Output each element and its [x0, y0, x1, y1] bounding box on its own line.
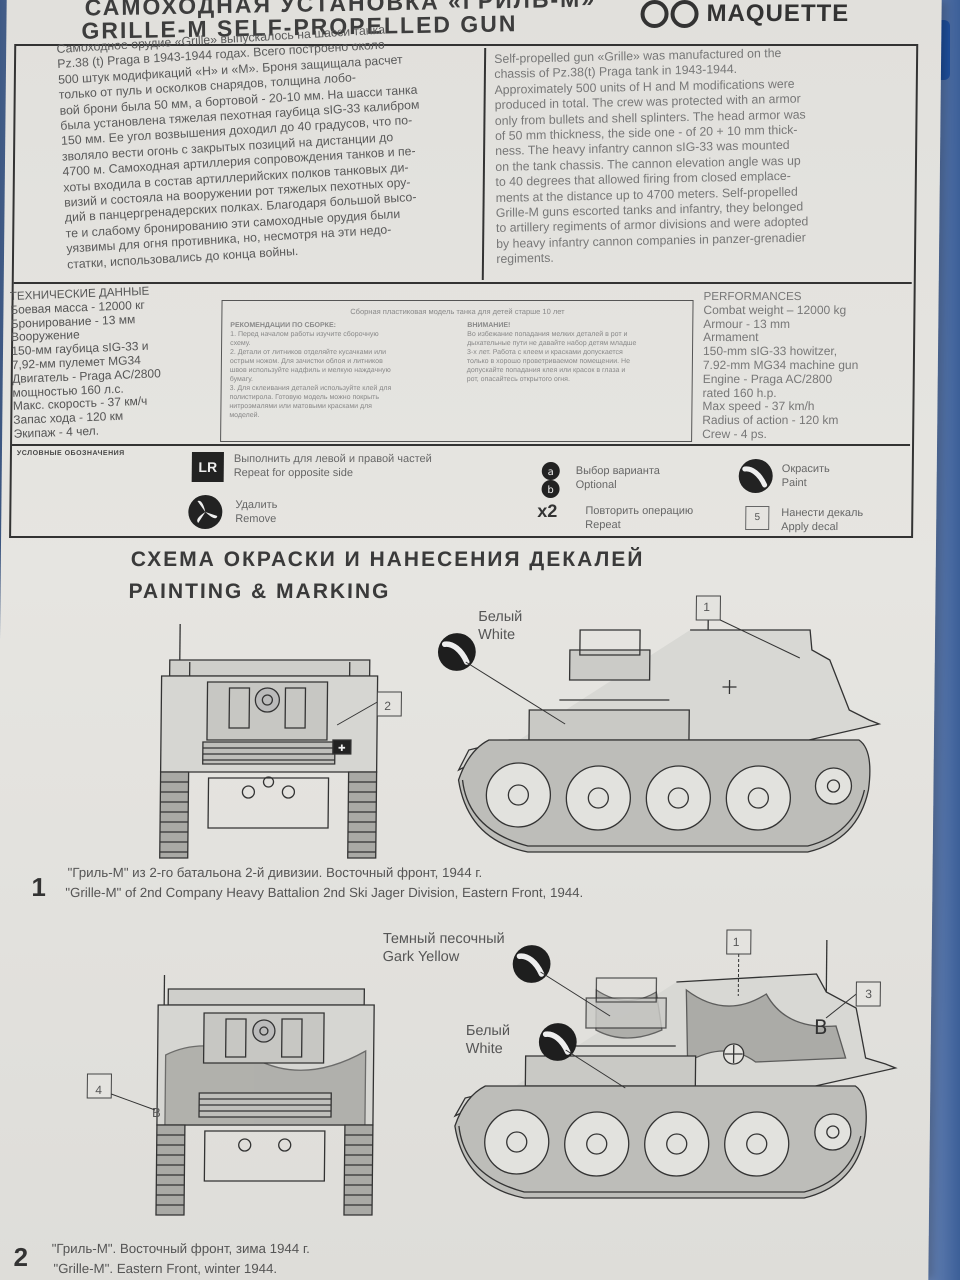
decal-callout-1b	[726, 929, 752, 996]
decal-callout-1	[695, 595, 801, 659]
scheme2-caption-en: "Grille-M". Eastern Front, winter 1944.	[53, 1261, 278, 1276]
section-title-ru: СХЕМА ОКРАСКИ И НАНЕСЕНИЯ ДЕКАЛЕЙ	[130, 548, 645, 571]
remove-icon	[188, 495, 223, 529]
decal-callout-2	[336, 691, 402, 726]
decal-icon: 5	[745, 506, 770, 530]
x2-icon: x2	[537, 501, 558, 521]
decal-number-1b: 1	[732, 935, 740, 949]
specs-ru: ТЕХНИЧЕСКИЕ ДАННЫЕ Боевая масса - 12000 …	[9, 284, 161, 441]
paint-leader-3	[565, 1049, 626, 1089]
scheme1-caption-ru: "Гриль-М" из 2-го батальона 2-й дивизии.…	[67, 865, 483, 880]
optional-icon: a b	[541, 462, 560, 498]
history-ru: Самоходное орудие «Grille» выпускалось н…	[56, 22, 420, 272]
scheme2-side-view: B	[453, 940, 898, 1199]
side-marking-b: B	[814, 1015, 828, 1039]
brand-name: MAQUETTE	[706, 0, 850, 27]
history-en: Self-propelled gun «Grille» was manufact…	[494, 45, 809, 267]
svg-text:b: b	[547, 485, 553, 496]
decal-number-4: 4	[95, 1083, 103, 1097]
scheme2-front-view	[155, 975, 375, 1216]
logo-eyes-icon	[640, 0, 699, 28]
decal-callout-4	[86, 1073, 156, 1111]
scheme1-front-view: ✚	[159, 624, 379, 859]
scheme2-caption-ru: "Гриль-М". Восточный фронт, зима 1944 г.	[51, 1241, 310, 1256]
brand-logo: MAQUETTE	[640, 0, 849, 28]
decal-callout-3	[825, 981, 881, 1019]
decal-number-1: 1	[703, 600, 711, 614]
lr-icon: LR	[191, 452, 224, 482]
paint-icon-dark-yellow	[512, 945, 551, 983]
scheme2-number: 2	[13, 1242, 29, 1272]
paint-icon-white	[437, 633, 476, 671]
section-title-en: PAINTING & MARKING	[128, 580, 391, 603]
decal-number-2: 2	[384, 699, 392, 713]
paint-leader-2	[540, 971, 611, 1017]
svg-text:a: a	[548, 467, 554, 478]
assembly-notes: Сборная пластиковая модель танка для дет…	[220, 300, 694, 442]
svg-text:✚: ✚	[338, 744, 346, 754]
decal-number-3: 3	[865, 987, 873, 1001]
paint-leader-1	[465, 661, 566, 725]
paint-icon	[738, 459, 773, 493]
scheme1-caption-en: "Grille-M" of 2nd Company Heavy Battalio…	[65, 885, 584, 900]
scheme1-number: 1	[31, 872, 47, 902]
legend-title: УСЛОВНЫЕ ОБОЗНАЧЕНИЯ	[16, 450, 125, 457]
scheme1-side-view	[457, 605, 882, 853]
row-divider-2	[12, 444, 911, 446]
